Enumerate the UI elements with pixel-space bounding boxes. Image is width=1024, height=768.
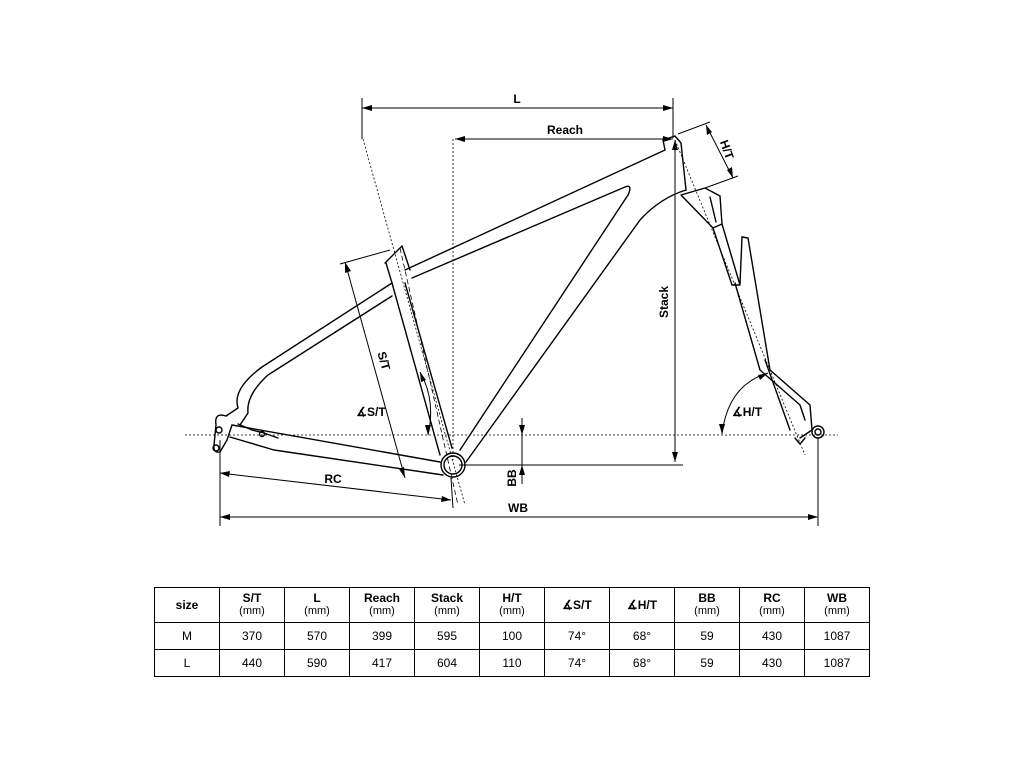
table-cell: 417 [349, 649, 415, 677]
bike-frame [212, 135, 825, 478]
label-l: L [513, 92, 520, 106]
label-st: S/T [375, 350, 394, 372]
table-cell: 68° [609, 622, 675, 650]
table-cell: 399 [349, 622, 415, 650]
table-cell: 100 [479, 622, 545, 650]
label-reach: Reach [547, 123, 583, 137]
table-cell: 74° [544, 649, 610, 677]
table-row: L 440 590 417 604 110 74° 68° 59 430 108… [154, 649, 870, 677]
table-cell: 110 [479, 649, 545, 677]
table-cell: 590 [284, 649, 350, 677]
table-cell: 59 [674, 649, 740, 677]
header-size: size [154, 587, 220, 623]
header-col: RC(mm) [739, 587, 805, 623]
table-row: M 370 570 399 595 100 74° 68° 59 430 108… [154, 622, 870, 650]
cell-size: L [154, 649, 220, 677]
header-col: ∡H/T [609, 587, 675, 623]
geometry-table: size S/T(mm) L(mm) Reach(mm) Stack(mm) H… [154, 587, 870, 677]
table-cell: 440 [219, 649, 285, 677]
table-cell: 430 [739, 622, 805, 650]
frame-geometry-diagram: L Reach H/T Stack S/T ∡S/T ∡H/T BB RC WB [185, 92, 838, 526]
label-rc: RC [324, 472, 342, 486]
label-bb: BB [505, 469, 519, 487]
table-cell: 74° [544, 622, 610, 650]
table-cell: 1087 [804, 649, 870, 677]
label-wb: WB [508, 501, 528, 515]
table-cell: 1087 [804, 622, 870, 650]
header-col: WB(mm) [804, 587, 870, 623]
table-cell: 604 [414, 649, 480, 677]
table-cell: 430 [739, 649, 805, 677]
header-col: L(mm) [284, 587, 350, 623]
table-cell: 570 [284, 622, 350, 650]
header-col: BB(mm) [674, 587, 740, 623]
table-cell: 59 [674, 622, 740, 650]
front-axle [811, 425, 825, 439]
table-header-row: size S/T(mm) L(mm) Reach(mm) Stack(mm) H… [154, 587, 870, 623]
label-ht-angle: ∡H/T [732, 405, 763, 419]
header-col: Stack(mm) [414, 587, 480, 623]
table-cell: 370 [219, 622, 285, 650]
label-stack: Stack [657, 286, 671, 318]
bottom-bracket-shell [440, 452, 466, 478]
header-col: Reach(mm) [349, 587, 415, 623]
table-cell: 595 [414, 622, 480, 650]
table-cell: 68° [609, 649, 675, 677]
reference-lines [185, 98, 838, 526]
header-col: S/T(mm) [219, 587, 285, 623]
cell-size: M [154, 622, 220, 650]
header-col: ∡S/T [544, 587, 610, 623]
header-col: H/T(mm) [479, 587, 545, 623]
dimension-lines [219, 105, 818, 520]
label-ht: H/T [717, 138, 737, 162]
label-st-angle: ∡S/T [356, 405, 386, 419]
